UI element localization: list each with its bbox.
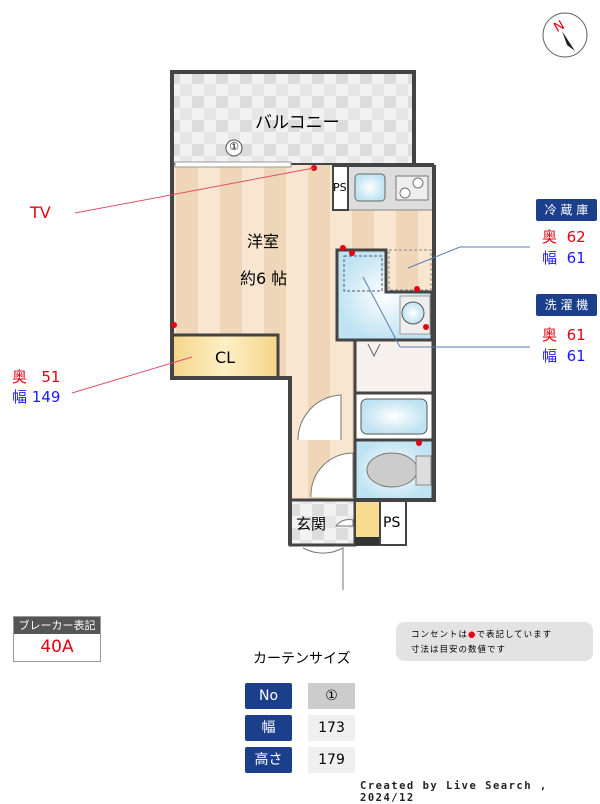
curtain-marker: ①	[229, 140, 239, 153]
fridge-title: 冷 蔵 庫	[536, 199, 597, 221]
breaker-title: ブレーカー表記	[14, 617, 100, 634]
curtain-no-header: No	[245, 683, 292, 709]
notes-line1a: コンセントは	[411, 630, 469, 640]
curtain-height-value: 179	[308, 747, 355, 773]
balcony-label: バルコニー	[255, 113, 340, 133]
washer-width-label: 幅	[542, 347, 558, 365]
outlet-icon: ●	[468, 630, 477, 640]
sink-icon	[354, 173, 386, 202]
fridge-space	[388, 249, 432, 291]
ps-label-bottom: PS	[383, 515, 401, 531]
curtain-title: カーテンサイズ	[253, 651, 351, 667]
washer-depth-label: 奥	[542, 326, 558, 344]
curtain-height-header: 高さ	[245, 747, 292, 773]
toilet-icon	[366, 452, 418, 488]
ps-label-top: PS	[333, 181, 347, 194]
tv-label: TV	[30, 203, 51, 222]
closet-width: 149	[31, 388, 61, 406]
room-name: 洋室	[247, 232, 280, 251]
door	[297, 394, 342, 441]
closet-depth: 51	[41, 368, 61, 386]
breaker-box: ブレーカー表記 40A	[13, 616, 101, 662]
breaker-value: 40A	[40, 637, 74, 657]
balcony-window	[174, 161, 292, 168]
washer-width: 61	[566, 347, 586, 365]
closet-width-label: 幅	[12, 388, 28, 406]
closet-label: CL	[215, 348, 236, 367]
floor-plan	[71, 70, 530, 590]
footer-credit: Created by Live Search , 2024/12	[360, 780, 548, 804]
curtain-width-header: 幅	[245, 715, 292, 741]
notes-box: コンセントは●で表記しています 寸法は目安の数値です	[396, 622, 593, 661]
curtain-no-value: ①	[308, 683, 355, 709]
notes-line1b: で表記しています	[476, 630, 553, 640]
entrance-label: 玄関	[296, 515, 327, 533]
outlet-markers	[171, 165, 429, 446]
curtain-width-value: 173	[308, 715, 355, 741]
bathtub-icon	[360, 398, 428, 435]
front-door	[302, 547, 344, 590]
compass-icon: N	[542, 12, 588, 58]
notes-line2: 寸法は目安の数値です	[411, 645, 507, 655]
fridge-depth: 62	[566, 228, 586, 246]
fridge-depth-label: 奥	[542, 228, 558, 246]
closet-depth-label: 奥	[12, 368, 28, 386]
washer-depth: 61	[566, 326, 586, 344]
washer-title: 洗 濯 機	[536, 294, 597, 316]
fridge-width: 61	[566, 249, 586, 267]
room-size: 約6 帖	[240, 269, 288, 288]
washbasin-icon	[401, 301, 425, 325]
fridge-width-label: 幅	[542, 249, 558, 267]
